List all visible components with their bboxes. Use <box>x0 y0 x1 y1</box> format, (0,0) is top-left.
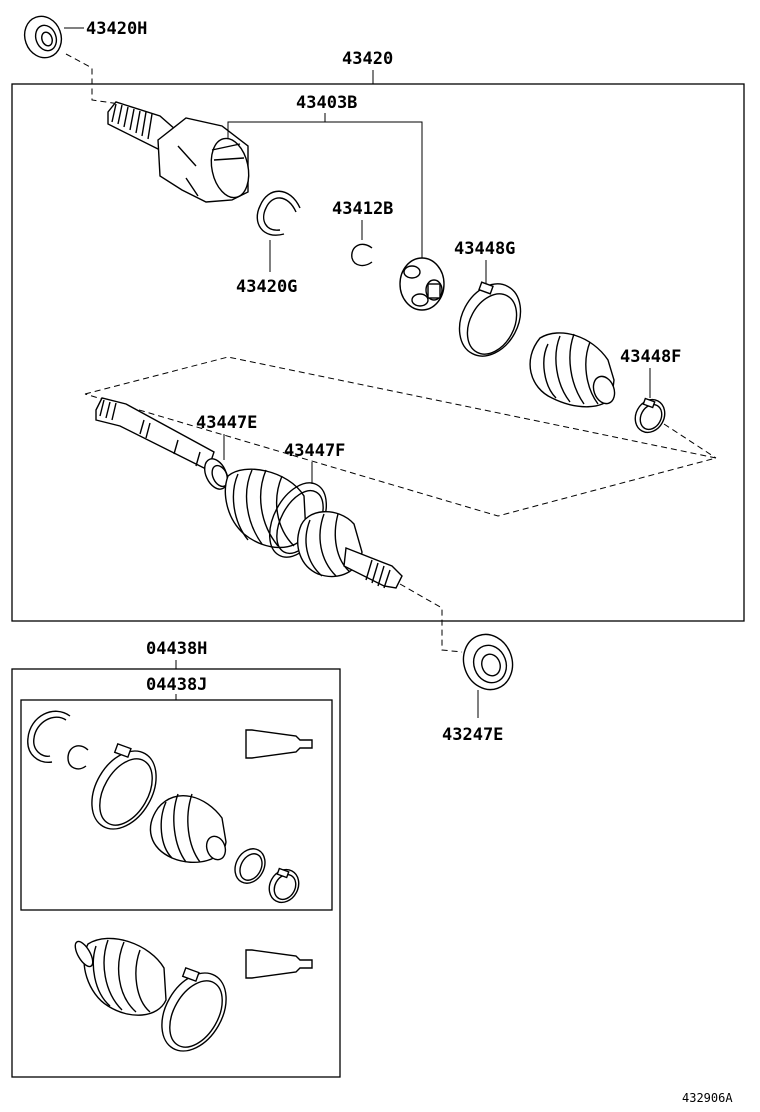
outboard-group-dashed-outline <box>84 356 717 517</box>
leader-43403B <box>227 121 423 262</box>
outboard-boot[interactable] <box>224 468 307 549</box>
kit-frame-04438H <box>11 668 341 1078</box>
boot-clamp-43447E[interactable] <box>200 455 232 492</box>
inboard-joint-housing[interactable] <box>107 101 254 203</box>
kit-boot <box>149 793 227 863</box>
kit-grease-tube-2 <box>245 949 313 979</box>
label-43412B[interactable]: 43412B <box>332 199 393 219</box>
dash-43448F-link <box>663 423 717 459</box>
boot-clamp-43448G[interactable] <box>447 273 532 366</box>
kit-clamp-medium <box>234 848 266 884</box>
assembly-frame-43420 <box>11 83 745 622</box>
label-43403B[interactable]: 43403B <box>296 93 357 113</box>
inboard-boot[interactable] <box>529 332 618 408</box>
label-04438H[interactable]: 04438H <box>146 639 207 659</box>
drive-shaft[interactable] <box>95 397 215 471</box>
boot-clamp-43448F[interactable] <box>630 394 671 437</box>
label-43420G[interactable]: 43420G <box>236 277 297 297</box>
outboard-joint[interactable] <box>297 510 403 589</box>
snap-ring-43412B[interactable] <box>351 243 373 267</box>
label-04438J[interactable]: 04438J <box>146 675 207 695</box>
label-43448G[interactable]: 43448G <box>454 239 515 259</box>
label-43420[interactable]: 43420 <box>342 49 393 69</box>
dash-43420H-to-shaft <box>65 53 121 105</box>
dash-shaft-to-43247E <box>399 583 463 653</box>
kit-clamp-large <box>91 742 157 830</box>
kit-boot-large <box>74 937 167 1016</box>
kit-snap-ring-large <box>27 710 71 763</box>
label-43448F[interactable]: 43448F <box>620 347 681 367</box>
tripod-spider[interactable] <box>399 257 445 311</box>
oil-seal-43420H[interactable] <box>19 11 67 63</box>
kit-clamp-small <box>268 867 300 904</box>
snap-ring-43420G[interactable] <box>256 190 301 236</box>
kit-grease-tube <box>245 729 313 759</box>
label-43420H[interactable]: 43420H <box>86 19 147 39</box>
label-43447E[interactable]: 43447E <box>196 413 257 433</box>
oil-seal-43247E[interactable] <box>456 627 520 696</box>
label-43247E[interactable]: 43247E <box>442 725 503 745</box>
figure-reference: 432906A <box>682 1091 733 1105</box>
kit-snap-ring-small <box>67 745 89 770</box>
kit-clamp-large-2 <box>161 966 227 1052</box>
label-43447F[interactable]: 43447F <box>284 441 345 461</box>
